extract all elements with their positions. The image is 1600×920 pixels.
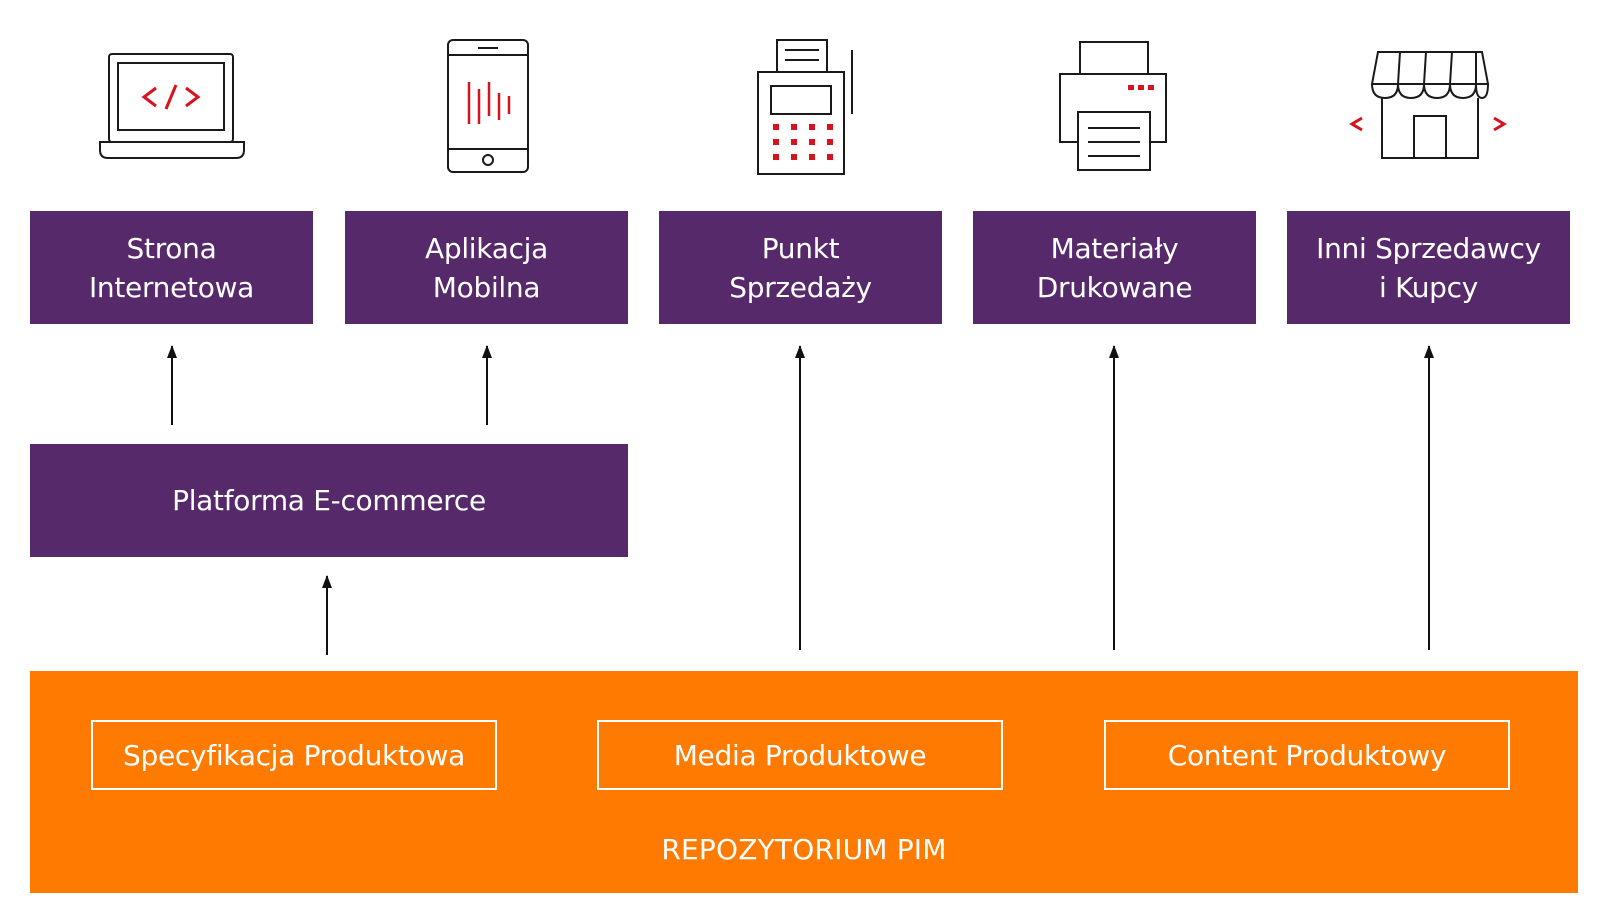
- arrowhead: [322, 575, 332, 588]
- smartphone-icon: [447, 39, 529, 173]
- channel-label-line1: Strona: [126, 231, 217, 265]
- pos-terminal-icon: [757, 39, 853, 175]
- arrowhead: [167, 345, 177, 358]
- channel-label-line1: Inni Sprzedawcy: [1316, 231, 1541, 265]
- repo-box-product-content: Content Produktowy: [1104, 720, 1510, 790]
- channel-label-line2: Drukowane: [1036, 270, 1193, 304]
- channel-label-line1: Punkt: [761, 231, 840, 265]
- arrowhead: [1424, 345, 1434, 358]
- channel-other-sellers: Inni Sprzedawcy i Kupcy: [1287, 211, 1570, 324]
- arrowhead: [795, 345, 805, 358]
- arrowhead: [1109, 345, 1119, 358]
- pim-repository: Specyfikacja Produktowa Media Produktowe…: [30, 671, 1578, 893]
- channel-label-line2: Mobilna: [432, 270, 541, 304]
- repo-box-label: Content Produktowy: [1167, 738, 1447, 772]
- channel-print-materials: Materiały Drukowane: [973, 211, 1256, 324]
- platform-label: Platforma E-commerce: [172, 484, 486, 517]
- repo-box-label: Specyfikacja Produktowa: [123, 738, 465, 772]
- channel-label-line1: Aplikacja: [425, 231, 548, 265]
- channel-point-of-sale: Punkt Sprzedaży: [659, 211, 942, 324]
- channel-mobile-app: Aplikacja Mobilna: [345, 211, 628, 324]
- repo-box-product-specification: Specyfikacja Produktowa: [91, 720, 497, 790]
- channel-label-line2: Internetowa: [88, 270, 255, 304]
- repository-title: REPOZYTORIUM PIM: [661, 833, 947, 866]
- repo-box-product-media: Media Produktowe: [597, 720, 1003, 790]
- storefront-icon: [1349, 51, 1507, 159]
- channel-label-line1: Materiały: [1050, 231, 1179, 265]
- ecommerce-platform-box: Platforma E-commerce: [30, 444, 628, 557]
- channel-website: Strona Internetowa: [30, 211, 313, 324]
- laptop-code-icon: [99, 53, 245, 159]
- printer-icon: [1059, 41, 1167, 171]
- channel-label-line2: i Kupcy: [1378, 270, 1479, 304]
- channel-label-line2: Sprzedaży: [729, 270, 872, 304]
- arrowhead: [482, 345, 492, 358]
- repo-box-label: Media Produktowe: [673, 738, 927, 772]
